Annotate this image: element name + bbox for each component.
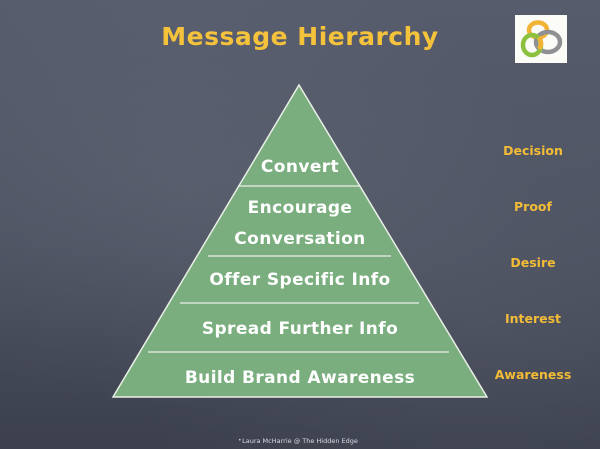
logo [515,15,567,63]
stage-decision: Decision [503,143,563,158]
layer-convert: Convert [260,157,340,177]
footer-credit: Laura McHarrie @ The Hidden Edge [242,437,358,445]
slide-title: Message Hierarchy [161,22,439,51]
layer-encourage-line1: Encourage [247,198,353,218]
layer-encourage-line2: Conversation [234,229,366,249]
stage-proof: Proof [514,199,552,214]
pyramid-shape [111,83,489,398]
interlocking-rings-logo-icon [520,20,563,58]
footer-bullet-icon: • [238,437,242,444]
stage-desire: Desire [510,255,556,270]
layer-spread-further-info: Spread Further Info [201,319,399,339]
layer-offer-specific-info: Offer Specific Info [209,270,391,290]
stage-awareness: Awareness [494,367,572,382]
layer-build-brand-awareness: Build Brand Awareness [184,368,416,388]
stage-interest: Interest [504,311,562,326]
